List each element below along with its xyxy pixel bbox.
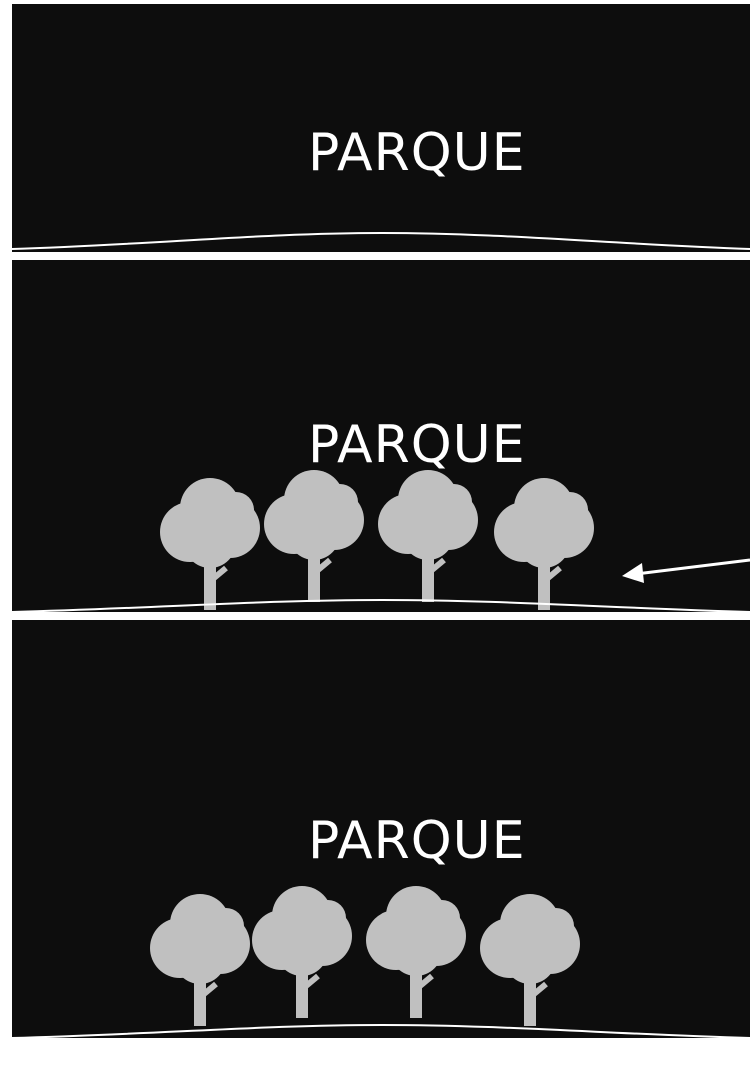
ground-hill [12,1023,750,1039]
ground-line [12,1038,750,1042]
tree-row [160,470,594,610]
tree-icon [264,470,364,602]
panel-3-scene: PARQUE [12,811,750,1042]
tree-row [150,886,580,1026]
tree-icon [252,886,352,1018]
tree-icon [480,894,580,1026]
panel-2-title: PARQUE [308,415,526,475]
panel-3-title: PARQUE [308,811,526,871]
tree-icon [494,478,594,610]
panel-2: PARQUE [12,260,750,616]
arrow-left-icon [622,558,750,583]
ground-line [12,252,750,256]
panel-3: PARQUE [12,620,750,1042]
ground-hill [12,598,750,613]
panel-1: PARQUE [12,4,750,256]
panel-2-scene: PARQUE [12,415,750,616]
panel-1-scene: PARQUE [12,123,750,256]
tree-icon [378,470,478,602]
panel-1-title: PARQUE [308,123,526,183]
tree-icon [366,886,466,1018]
tree-icon [150,894,250,1026]
ground-hill [12,231,750,250]
ground-line [12,612,750,616]
tree-icon [160,478,260,610]
